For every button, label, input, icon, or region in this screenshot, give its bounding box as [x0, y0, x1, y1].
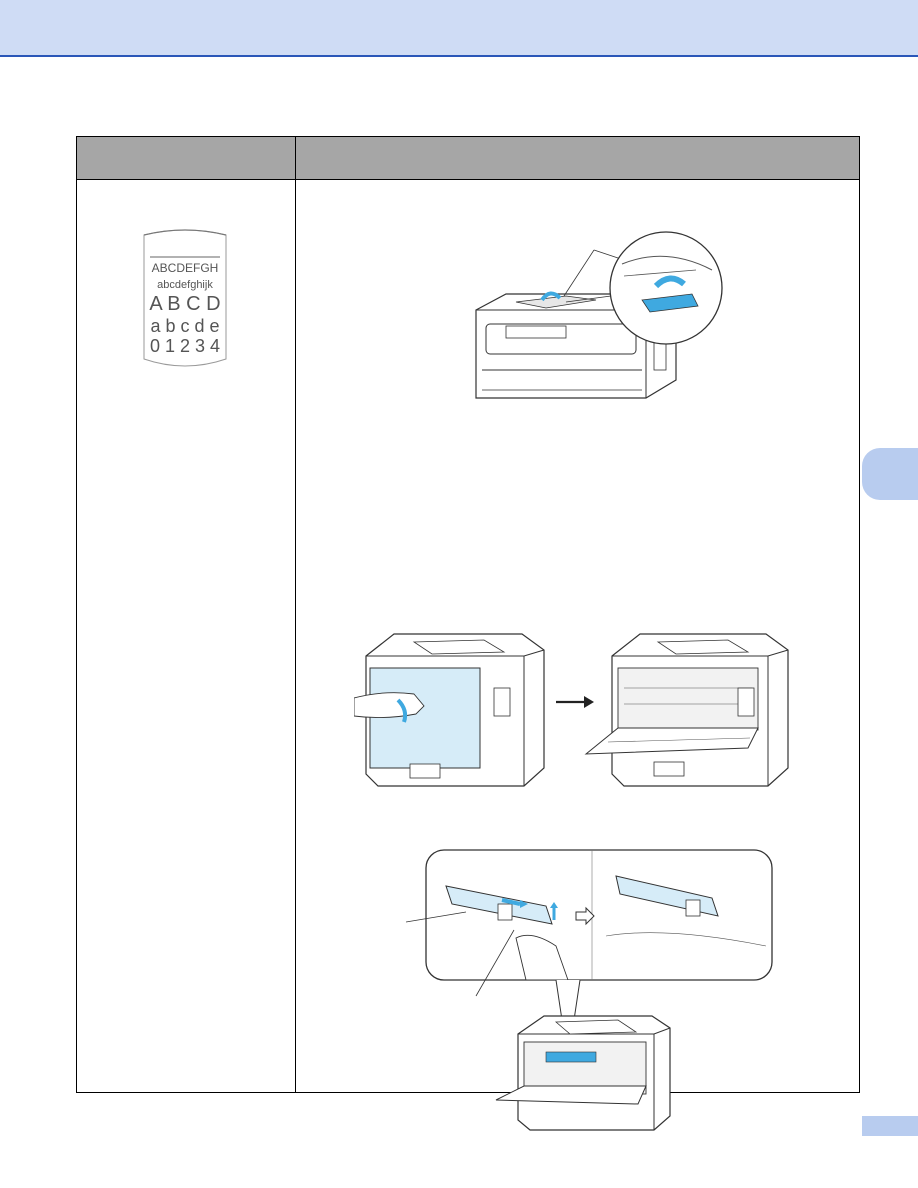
rotate-arrow-icon	[540, 291, 562, 302]
sample-line-1: ABCDEFGH	[152, 261, 219, 275]
sample-line-4: a b c d e	[150, 316, 219, 336]
rotate-arrow-icon	[396, 698, 408, 723]
rotate-arrow-icon	[653, 275, 686, 289]
hollow-arrow-right-icon	[575, 906, 595, 926]
troubleshooting-table: ABCDEFGH abcdefghijk A B C D a b c d e 0…	[76, 136, 860, 1131]
curled-paper-sample: ABCDEFGH abcdefghijk A B C D a b c d e 0…	[143, 229, 227, 367]
page-number-tab	[862, 1116, 918, 1136]
back-cover-open-illustration	[354, 633, 789, 787]
table-row: ABCDEFGH abcdefghijk A B C D a b c d e 0…	[76, 179, 860, 1131]
symptom-cell: ABCDEFGH abcdefghijk A B C D a b c d e 0…	[76, 179, 296, 1093]
suggestion-cell	[295, 179, 860, 1131]
envelope-lever-illustration	[406, 849, 773, 1131]
printer-support-flap-illustration	[475, 231, 723, 399]
sample-line-3: A B C D	[149, 293, 220, 315]
header-cell-suggestion	[295, 136, 860, 180]
page-header-band	[0, 0, 918, 57]
hand-icon	[354, 692, 425, 719]
header-cell-symptom	[76, 136, 296, 180]
chapter-tab	[862, 448, 918, 500]
hand-icon	[515, 934, 569, 981]
sample-line-5: 0 1 2 3 4	[150, 336, 220, 356]
table-header-row	[76, 136, 860, 180]
sample-line-2: abcdefghijk	[157, 279, 213, 291]
